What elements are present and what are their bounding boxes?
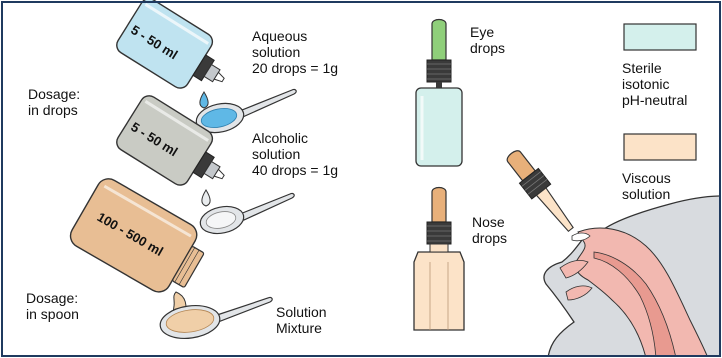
dosage-spoon-label: Dosage: in spoon xyxy=(26,290,79,322)
nose-line-1: Nose xyxy=(472,214,507,230)
solution-mixture-label: Solution Mixture xyxy=(276,304,327,336)
sterile-line-1: Sterile xyxy=(622,60,687,76)
eye-line-2: drops xyxy=(470,40,505,56)
dosage-drops-line-1: Dosage: xyxy=(28,86,80,102)
face-profile-icon xyxy=(544,196,722,358)
viscous-swatch xyxy=(624,134,696,160)
sterile-legend-label: Sterile isotonic pH-neutral xyxy=(622,60,687,108)
alcoholic-spoon-icon xyxy=(198,193,294,237)
eye-drops-label: Eye drops xyxy=(470,24,505,56)
pipette-icon xyxy=(502,146,580,237)
sterile-swatch xyxy=(624,24,696,50)
nose-line-2: drops xyxy=(472,230,507,246)
eye-line-1: Eye xyxy=(470,24,505,40)
alcoholic-solution-label: Alcoholic solution 40 drops = 1g xyxy=(252,130,338,178)
eye-dropper-bottle-icon xyxy=(416,20,462,167)
sterile-line-2: isotonic xyxy=(622,76,687,92)
aqueous-line-1: Aqueous xyxy=(252,28,338,44)
nose-drops-label: Nose drops xyxy=(472,214,507,246)
nose-dropper-bottle-icon xyxy=(414,188,464,331)
viscous-line-2: solution xyxy=(622,186,671,202)
dosage-drops-label: Dosage: in drops xyxy=(28,86,80,118)
aqueous-line-2: solution xyxy=(252,44,338,60)
alcoholic-line-1: Alcoholic xyxy=(252,130,338,146)
dosage-spoon-line-2: in spoon xyxy=(26,306,79,322)
aqueous-solution-label: Aqueous solution 20 drops = 1g xyxy=(252,28,338,76)
alcoholic-line-2: solution xyxy=(252,146,338,162)
viscous-legend-label: Viscous solution xyxy=(622,170,671,202)
alcoholic-line-3: 40 drops = 1g xyxy=(252,162,338,178)
aqueous-line-3: 20 drops = 1g xyxy=(252,60,338,76)
dosage-spoon-line-1: Dosage: xyxy=(26,290,79,306)
sterile-line-3: pH-neutral xyxy=(622,92,687,108)
mixture-line-1: Solution xyxy=(276,304,327,320)
dosage-drops-line-2: in drops xyxy=(28,102,80,118)
viscous-line-1: Viscous xyxy=(622,170,671,186)
mixture-line-2: Mixture xyxy=(276,320,327,336)
